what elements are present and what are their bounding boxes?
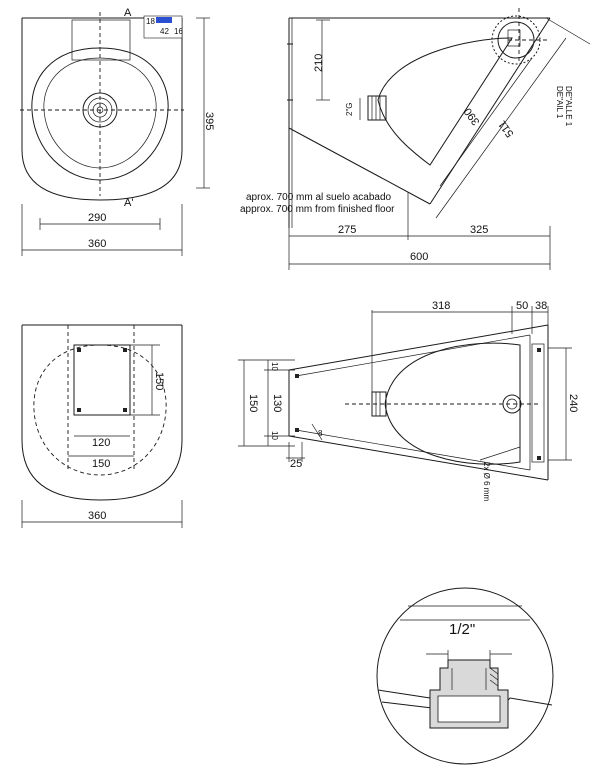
dim-318: 318	[432, 300, 450, 312]
dim-390: 390	[462, 105, 482, 127]
dim-150-horizontal: 150	[92, 458, 110, 470]
dim-210: 210	[313, 54, 325, 72]
detail-ref-en: DE"AIL 1	[555, 86, 564, 119]
label-box-42: 42	[160, 27, 169, 36]
label-box-16: 16	[174, 27, 183, 36]
dim-150-vertical: 150	[153, 372, 165, 390]
note-floor-en: approx. 700 mm from finished floor	[240, 204, 395, 215]
detail-ref-es: DE"ALLE 1	[564, 86, 573, 127]
top-view: A A' 18 42 16 290 360 395	[20, 7, 215, 256]
section-mark-a-prime: A'	[124, 197, 133, 209]
plan-view: 318 50 38 150 10 130 10 8 25 240 2x Ø 6 …	[238, 300, 579, 501]
dim-38: 38	[535, 300, 547, 312]
mounting-plate	[73, 344, 131, 416]
dim-395: 395	[203, 112, 215, 130]
detail-view: 1/2"	[376, 587, 554, 765]
dim-2g: 2"G	[345, 102, 354, 116]
dim-511: 511	[496, 118, 516, 139]
dim-600: 600	[410, 251, 428, 263]
waste-outlet	[367, 95, 387, 121]
dim-150-plan: 150	[247, 394, 259, 412]
fitting-cross-section	[429, 659, 509, 729]
dim-360-top: 360	[88, 238, 106, 250]
dim-360-bottom: 360	[88, 510, 106, 522]
section-mark-a: A	[124, 7, 132, 19]
label-box: 18 42 16	[143, 15, 183, 39]
label-box-18: 18	[146, 17, 155, 26]
dim-10-top: 10	[270, 362, 279, 371]
dim-290: 290	[88, 212, 106, 224]
dim-120: 120	[92, 437, 110, 449]
dim-240: 240	[567, 394, 579, 412]
dim-50: 50	[516, 300, 528, 312]
tap-hole	[502, 394, 522, 414]
back-view: 150 120 150 360	[21, 324, 183, 528]
note-floor-es: aprox. 700 mm al suelo acabado	[246, 192, 392, 203]
side-view: 210 2"G 390 511 DE"ALLE 1 DE"AIL 1 aprox…	[240, 8, 591, 270]
dim-25: 25	[290, 458, 302, 470]
bolt-note: 2x Ø 6 mm	[482, 462, 491, 501]
dim-10-bottom: 10	[270, 431, 279, 440]
dim-130: 130	[271, 394, 283, 412]
dim-325: 325	[470, 224, 488, 236]
dim-8: 8	[318, 429, 323, 438]
dim-275: 275	[338, 224, 356, 236]
thread-label: 1/2"	[449, 621, 475, 638]
